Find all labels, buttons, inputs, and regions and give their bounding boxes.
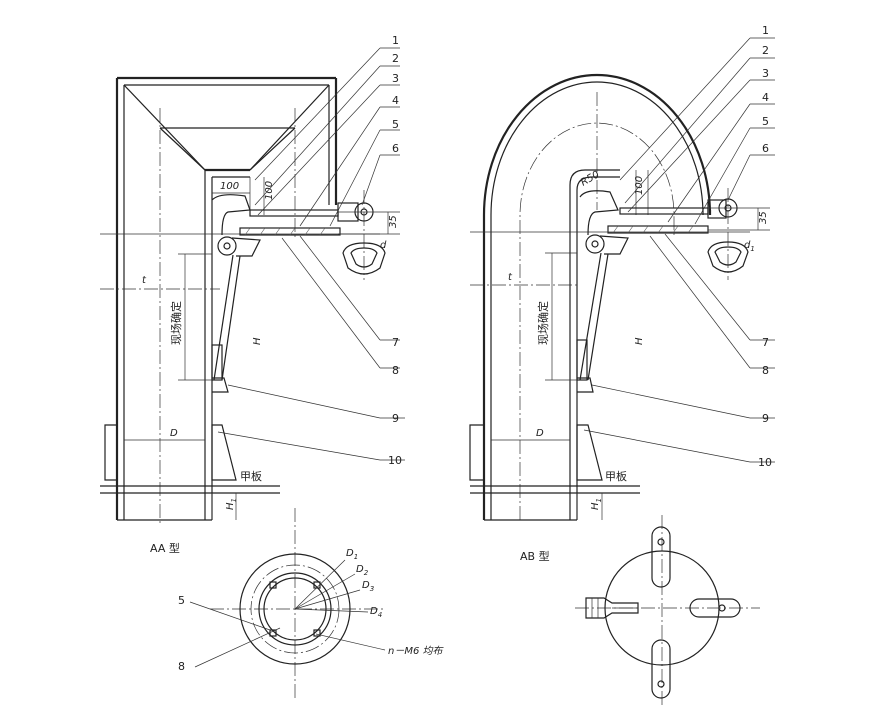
dim-height-100-ab: 100 [634,176,645,195]
label-d: d [380,240,387,251]
label-D4: D4 [370,606,382,619]
caption-ab: AB 型 [520,549,550,563]
label-D: D [170,428,178,439]
callout-6-ab: 6 [762,142,769,155]
label-H-ab: H [634,337,645,345]
bolt-note: n－M6 均布 [388,645,445,657]
callout-7-ab: 7 [762,336,769,349]
label-site-determined-ab: 现场确定 [536,301,550,345]
callout-6: 6 [392,142,399,155]
aa-type-view: 100 100 35 d 现场确定 [100,34,405,555]
callout-5: 5 [392,118,399,131]
label-D-ab: D [536,428,544,439]
callout-7: 7 [392,336,399,349]
label-t-ab: t [508,272,513,283]
label-deck: 甲板 [240,469,262,483]
ab-type-view: R50 100 35 d1 现场确定 t [469,24,775,563]
label-D3: D3 [362,580,374,593]
label-D2: D2 [356,564,369,577]
callout-1: 1 [392,34,399,47]
callout-9: 9 [392,412,399,425]
callout-4-ab: 4 [762,91,769,104]
dim-35: 35 [388,215,399,228]
dim-height-100: 100 [264,181,275,200]
dim-width-100: 100 [220,181,239,192]
flange-callout-5: 5 [178,594,185,607]
callout-4: 4 [392,94,399,107]
callout-9-ab: 9 [762,412,769,425]
label-d1: d1 [744,240,755,253]
label-site-determined: 现场确定 [169,301,183,345]
caption-aa: AA 型 [150,541,180,555]
dim-35-ab: 35 [758,211,769,224]
callout-8-ab: 8 [762,364,769,377]
callout-1-ab: 1 [762,24,769,37]
callout-10: 10 [388,454,402,467]
callout-3: 3 [392,72,399,85]
callout-8: 8 [392,364,399,377]
dim-r50: R50 [579,169,602,188]
callout-2: 2 [392,52,399,65]
label-H: H [252,337,263,345]
label-H1-ab: H1 [590,498,603,510]
label-H1: H1 [225,498,238,510]
label-t: t [142,275,147,286]
callout-10-ab: 10 [758,456,772,469]
label-D1: D1 [346,548,358,561]
cover-plan-view [575,515,760,705]
callout-3-ab: 3 [762,67,769,80]
callout-5-ab: 5 [762,115,769,128]
label-deck-ab: 甲板 [605,469,627,483]
callout-2-ab: 2 [762,44,769,57]
flange-plan-view: D1 D2 D3 D4 5 8 n－M6 均布 [178,508,445,698]
flange-callout-8: 8 [178,660,185,673]
